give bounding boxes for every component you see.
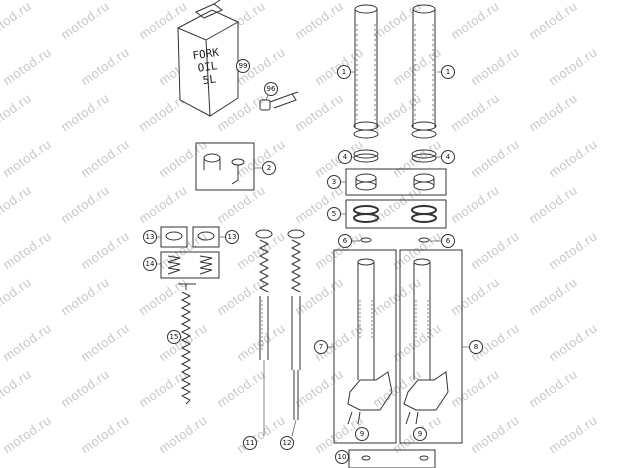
callout-13-left: 13	[143, 230, 157, 244]
callout-14: 14	[143, 257, 157, 271]
callout-11: 11	[243, 436, 257, 450]
part-3-box	[345, 168, 447, 196]
callout-5: 5	[327, 207, 341, 221]
cap-box-left	[160, 226, 188, 248]
inner-tube-right	[403, 258, 449, 425]
callout-13-right: 13	[225, 230, 239, 244]
outer-tube-left	[353, 4, 379, 139]
callout-6-left: 6	[338, 234, 352, 248]
fork-oil-can	[177, 0, 239, 117]
part-2-parts	[203, 153, 245, 185]
spring-box	[160, 251, 220, 279]
grease-tube	[259, 91, 299, 111]
callout-2: 2	[262, 161, 276, 175]
callout-7: 7	[314, 340, 328, 354]
callout-1-right: 1	[441, 65, 455, 79]
leader-lines	[157, 66, 470, 458]
part-7-box	[333, 249, 397, 444]
cap-box-right	[192, 226, 220, 248]
seal-right	[411, 149, 437, 159]
callout-10: 10	[335, 450, 349, 464]
inner-tube-left	[347, 258, 393, 425]
callout-15: 15	[167, 330, 181, 344]
seal-left	[353, 149, 379, 159]
callout-4-left: 4	[338, 150, 352, 164]
callout-1-left: 1	[337, 65, 351, 79]
part-8-box	[399, 249, 463, 444]
callout-9-left: 9	[355, 427, 369, 441]
outer-tube-right	[411, 4, 437, 139]
part-2-box	[195, 142, 255, 191]
part-10-box	[348, 449, 436, 468]
callout-3: 3	[327, 175, 341, 189]
callout-99: 99	[236, 59, 250, 73]
callout-12: 12	[280, 436, 294, 450]
callout-9-right: 9	[413, 427, 427, 441]
callout-8: 8	[469, 340, 483, 354]
callout-4-right: 4	[441, 150, 455, 164]
callout-96: 96	[264, 82, 278, 96]
callout-6-right: 6	[441, 234, 455, 248]
long-spring	[180, 291, 192, 405]
cartridge-11	[255, 229, 273, 360]
cartridge-12	[287, 229, 305, 420]
oil-can-label: FORK OIL 5L	[188, 45, 227, 88]
